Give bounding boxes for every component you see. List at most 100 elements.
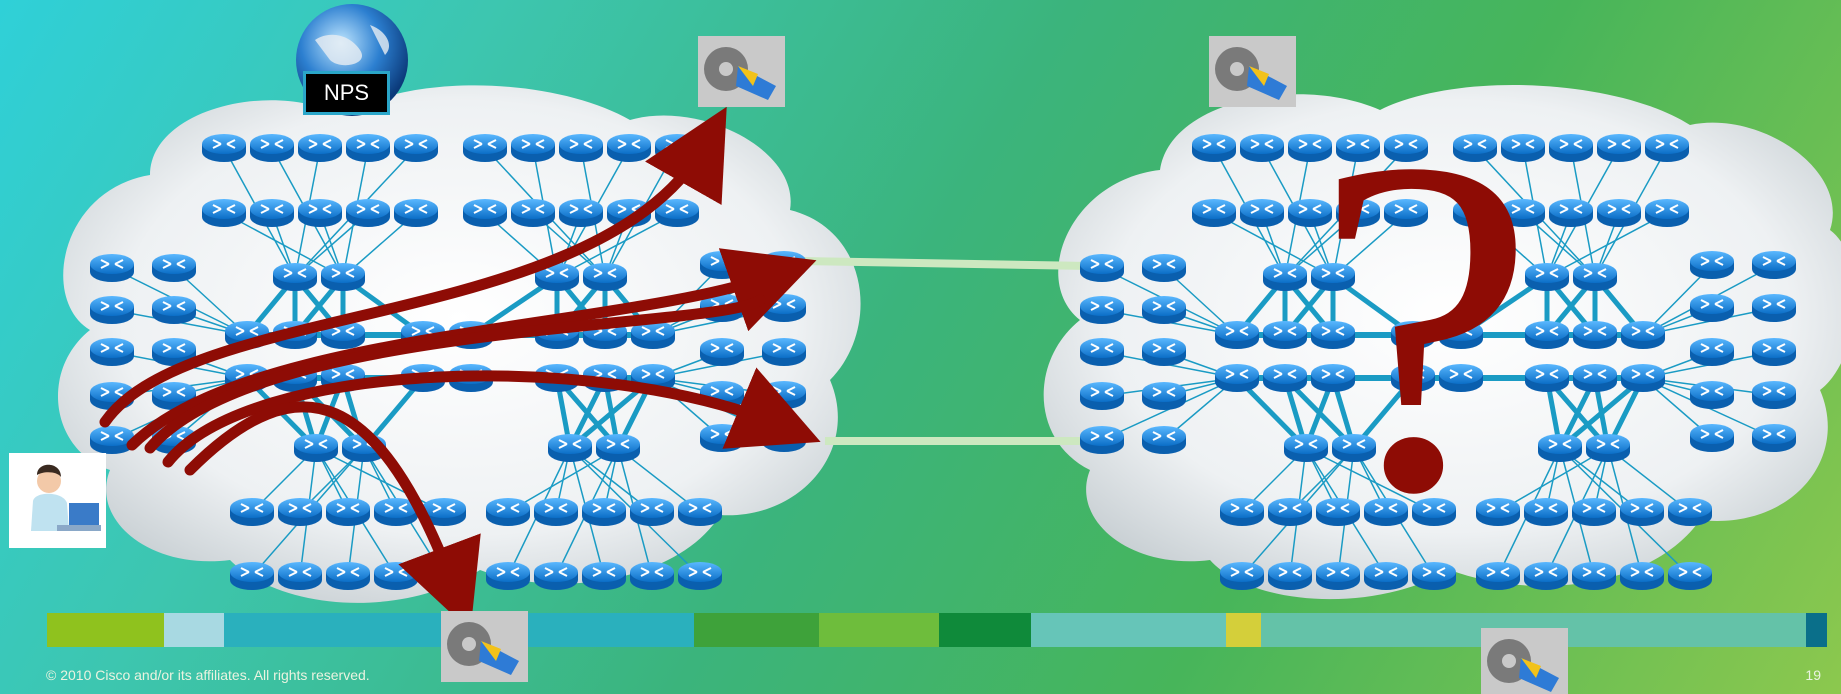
router-icon (534, 562, 578, 590)
router-icon (1080, 382, 1124, 410)
router-icon (152, 254, 196, 282)
router-icon (463, 199, 507, 227)
router-icon (1645, 134, 1689, 162)
router-icon (394, 134, 438, 162)
router-icon (321, 263, 365, 291)
router-icon (250, 134, 294, 162)
router-icon (1752, 338, 1796, 366)
router-icon (298, 134, 342, 162)
router-icon (1549, 134, 1593, 162)
router-icon (1573, 364, 1617, 392)
router-icon (559, 134, 603, 162)
router-icon (273, 263, 317, 291)
router-icon (1215, 364, 1259, 392)
router-icon (1192, 134, 1236, 162)
router-icon (1142, 426, 1186, 454)
interconnect-link (800, 261, 1090, 266)
router-icon (700, 338, 744, 366)
router-icon (762, 381, 806, 409)
router-icon (1752, 294, 1796, 322)
router-icon (1263, 321, 1307, 349)
router-icon (1690, 251, 1734, 279)
router-icon (1668, 498, 1712, 526)
router-icon (1573, 263, 1617, 291)
router-icon (582, 498, 626, 526)
router-icon (326, 562, 370, 590)
router-icon (1080, 254, 1124, 282)
router-icon (294, 434, 338, 462)
media-player-icon[interactable] (1481, 628, 1568, 694)
user-at-laptop-icon (9, 453, 106, 548)
router-icon (1752, 424, 1796, 452)
router-icon (511, 199, 555, 227)
router-icon (346, 199, 390, 227)
router-icon (1597, 134, 1641, 162)
router-icon (1240, 134, 1284, 162)
router-icon (1142, 338, 1186, 366)
router-icon (1621, 321, 1665, 349)
router-icon (700, 424, 744, 452)
router-icon (511, 134, 555, 162)
router-icon (298, 199, 342, 227)
router-icon (90, 254, 134, 282)
router-icon (1621, 364, 1665, 392)
router-icon (1080, 296, 1124, 324)
router-icon (1268, 498, 1312, 526)
router-icon (278, 562, 322, 590)
router-icon (548, 434, 592, 462)
router-icon (1142, 296, 1186, 324)
router-icon (607, 134, 651, 162)
router-icon (486, 562, 530, 590)
router-icon (630, 562, 674, 590)
page-number: 19 (1805, 667, 1821, 683)
router-icon (1220, 562, 1264, 590)
router-icon (1240, 199, 1284, 227)
router-icon (678, 498, 722, 526)
router-icon (1142, 254, 1186, 282)
router-icon (1215, 321, 1259, 349)
question-mark: ? (1313, 85, 1537, 565)
media-player-icon[interactable] (1209, 36, 1296, 107)
router-icon (346, 134, 390, 162)
router-icon (1572, 498, 1616, 526)
router-icon (534, 498, 578, 526)
copyright-footer: © 2010 Cisco and/or its affiliates. All … (46, 667, 370, 683)
router-icon (1668, 562, 1712, 590)
router-icon (1263, 364, 1307, 392)
router-icon (1690, 294, 1734, 322)
router-icon (1752, 381, 1796, 409)
router-icon (1549, 199, 1593, 227)
router-icon (463, 134, 507, 162)
router-icon (230, 562, 274, 590)
router-icon (1572, 562, 1616, 590)
router-icon (152, 296, 196, 324)
router-icon (1220, 498, 1264, 526)
router-icon (202, 134, 246, 162)
router-icon (596, 434, 640, 462)
router-icon (90, 426, 134, 454)
media-player-icon[interactable] (441, 611, 528, 682)
router-icon (1690, 381, 1734, 409)
router-icon (678, 562, 722, 590)
router-icon (1597, 199, 1641, 227)
router-icon (1263, 263, 1307, 291)
router-icon (250, 199, 294, 227)
router-icon (1573, 321, 1617, 349)
router-icon (762, 294, 806, 322)
router-icon (582, 562, 626, 590)
router-icon (90, 296, 134, 324)
router-icon (374, 562, 418, 590)
router-icon (90, 338, 134, 366)
router-icon (202, 199, 246, 227)
router-icon (1268, 562, 1312, 590)
router-icon (762, 338, 806, 366)
nps-label: NPS (303, 71, 390, 115)
router-icon (1538, 434, 1582, 462)
router-icon (1080, 426, 1124, 454)
router-icon (1690, 338, 1734, 366)
router-icon (230, 498, 274, 526)
router-icon (1192, 199, 1236, 227)
media-player-icon[interactable] (698, 36, 785, 107)
router-icon (486, 498, 530, 526)
